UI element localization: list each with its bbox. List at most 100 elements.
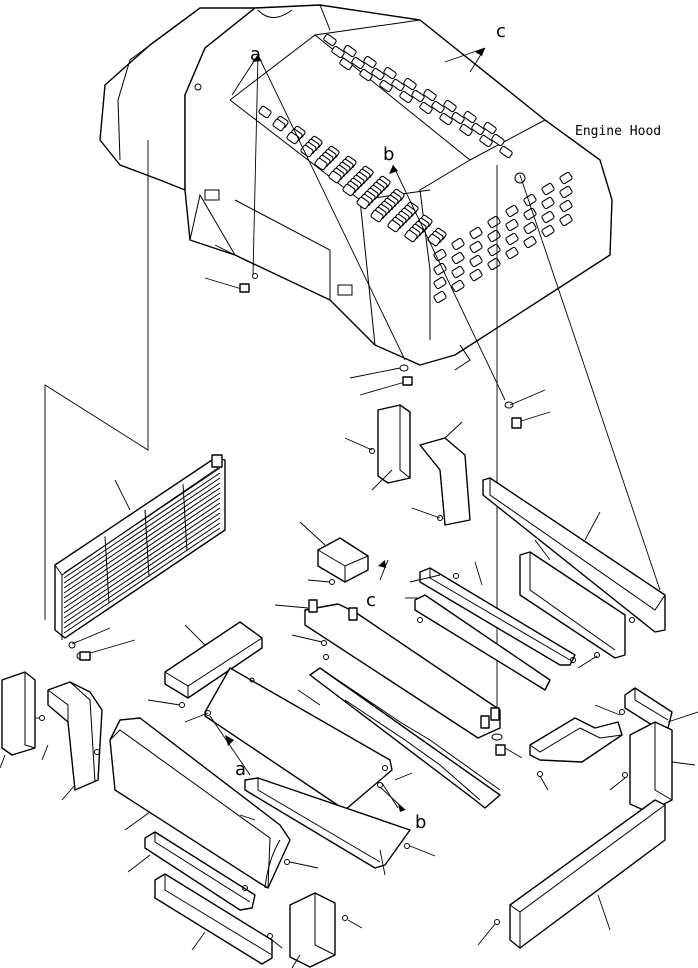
grille-louver [63, 477, 221, 584]
grille-rib [144, 509, 150, 577]
vent-slot [356, 196, 370, 210]
vent-slot [359, 68, 373, 82]
small-top-plate [147, 621, 263, 708]
vent-slot [499, 145, 513, 159]
right-side-pads [477, 687, 698, 949]
bottom-left-parts [127, 831, 363, 968]
vent-slot [379, 79, 393, 93]
vent-slot [451, 251, 465, 265]
grille-louver [63, 507, 221, 614]
callout-b-top: b [383, 144, 394, 165]
vent-slot [451, 265, 465, 279]
vent-slot [451, 279, 465, 293]
vent-slot [423, 88, 437, 102]
vent-slot [443, 99, 457, 113]
vent-slot [541, 224, 555, 238]
vent-slot [505, 204, 519, 218]
lower-left-cover [109, 717, 319, 889]
vent-slot [459, 123, 473, 137]
grille-louver [63, 472, 221, 579]
diagram-title: Engine Hood [575, 124, 661, 139]
vent-slot [559, 213, 573, 227]
vent-slot [469, 240, 483, 254]
vent-slot [411, 89, 425, 103]
vent-slot [351, 56, 365, 70]
long-wedge-panel [244, 777, 436, 876]
engine-hood-assembly [99, 4, 613, 371]
vent-slot [471, 122, 485, 136]
vent-slot [491, 133, 505, 147]
vent-slot [463, 110, 477, 124]
vent-slot [419, 101, 433, 115]
vent-slot [342, 183, 356, 197]
vent-slot [286, 131, 300, 145]
vent-slot [451, 111, 465, 125]
callout-a-bottom: a [235, 759, 246, 780]
vent-slot [387, 219, 401, 233]
callout-b-bottom: b [415, 812, 426, 833]
callout-a-top: a [250, 44, 261, 65]
vent-slot [541, 210, 555, 224]
callout-labels: Engine Hood a b c c a b [235, 21, 661, 833]
vent-slot [370, 209, 384, 223]
vent-slot [399, 90, 413, 104]
vent-slot [523, 235, 537, 249]
vent-slot [469, 254, 483, 268]
grille-louver [63, 467, 221, 574]
vent-slot [505, 232, 519, 246]
sound-insulation-pads [299, 404, 666, 691]
vent-slot [314, 157, 328, 171]
bracket-fasteners [491, 733, 523, 759]
vent-slot [559, 171, 573, 185]
grille-rib [104, 536, 110, 604]
vent-slot [258, 105, 272, 119]
vent-slot [431, 100, 445, 114]
vent-slot [343, 44, 357, 58]
vent-slot [523, 207, 537, 221]
grille-louver [63, 487, 221, 594]
vent-slot [323, 33, 337, 47]
callout-c-top: c [496, 21, 506, 42]
vent-slot [433, 262, 447, 276]
vent-slot [523, 221, 537, 235]
vent-slot [479, 134, 493, 148]
vent-slot [483, 121, 497, 135]
vent-slot [505, 246, 519, 260]
vent-slot [391, 78, 405, 92]
grille-fasteners [68, 479, 136, 661]
vent-slot [339, 57, 353, 71]
vent-slot [328, 170, 342, 184]
grille-louver [63, 497, 221, 604]
vent-slot [559, 185, 573, 199]
hood-vent-slots [258, 33, 573, 304]
vent-slot [439, 112, 453, 126]
vent-slot [541, 182, 555, 196]
mounting-bracket-plate [274, 599, 501, 809]
grille-louver [63, 527, 221, 634]
vent-slot [433, 290, 447, 304]
leader-lines [44, 47, 661, 730]
vent-slot [451, 237, 465, 251]
grille-louver [63, 482, 221, 589]
callout-arrows [225, 48, 485, 812]
vent-slot [363, 55, 377, 69]
vent-slot [427, 233, 441, 247]
left-side-pads [0, 671, 103, 801]
grille-rib [182, 484, 188, 552]
vent-slot [433, 276, 447, 290]
vent-slot [505, 218, 519, 232]
vent-slot [404, 229, 418, 243]
vent-slot [559, 199, 573, 213]
vent-slot [403, 77, 417, 91]
vent-slot [383, 66, 397, 80]
grille-louver [63, 512, 221, 619]
hood-fasteners [239, 273, 522, 429]
center-flat-panel [184, 667, 413, 813]
vent-slot [272, 118, 286, 132]
vent-slot [469, 268, 483, 282]
grille-louver [63, 492, 221, 599]
vent-slot [371, 67, 385, 81]
vent-slot [523, 193, 537, 207]
vent-slot [331, 45, 345, 59]
